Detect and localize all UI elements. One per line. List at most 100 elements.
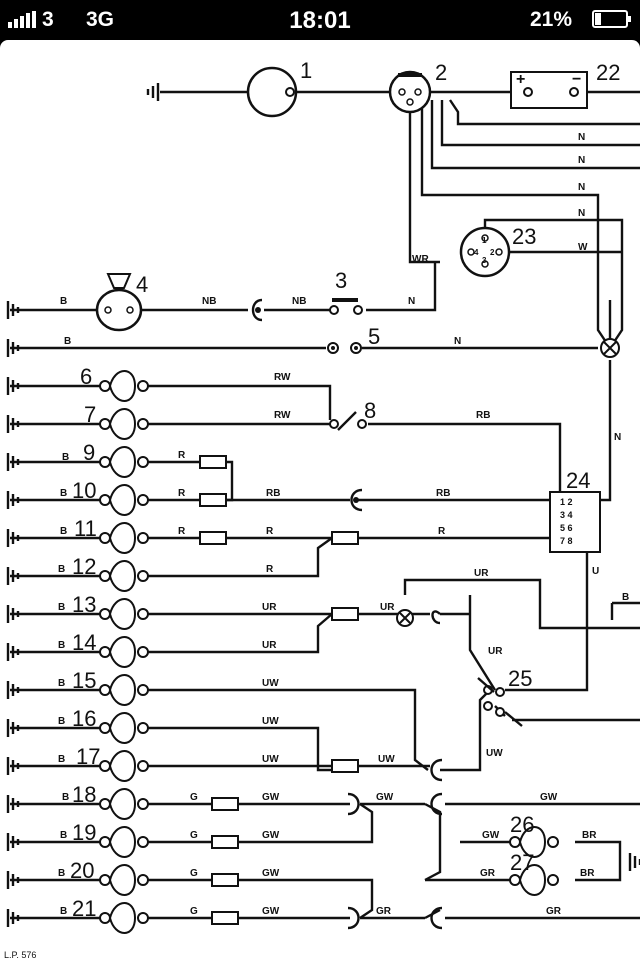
wire-label: G [190, 792, 198, 803]
wire-label: WR [412, 254, 429, 265]
component-1: 1 [300, 58, 312, 83]
wire-label: N [578, 155, 585, 166]
wire-label: B [58, 754, 65, 765]
component-25: 25 [508, 666, 532, 691]
wire-labels: B NB NB N B N WR W N N N N N RW RW RB B … [58, 132, 629, 917]
component-14: 14 [72, 630, 96, 655]
wire-label: B [58, 678, 65, 689]
status-bar: 3 3G 18:01 21% [0, 0, 640, 40]
wire-label: GR [480, 868, 496, 879]
wire-label: N [578, 182, 585, 193]
component-2: 2 [435, 60, 447, 85]
components [95, 66, 640, 930]
wire-label: NB [292, 296, 306, 307]
wire-label: N [578, 208, 585, 219]
wire-label: UW [486, 748, 503, 759]
relay-terminals-3-4: 3 4 [560, 510, 573, 520]
component-11: 11 [74, 516, 97, 541]
wire-label: R [266, 564, 274, 575]
component-26: 26 [510, 812, 534, 837]
network-type: 3G [86, 8, 115, 31]
clock: 18:01 [289, 7, 351, 34]
wire-label: NB [202, 296, 216, 307]
wire-label: UR [488, 646, 503, 657]
component-13: 13 [72, 592, 96, 617]
wire-label: B [58, 602, 65, 613]
relay-terminals-5-6: 5 6 [560, 523, 573, 533]
component-5: 5 [368, 324, 380, 349]
wire-label: B [58, 640, 65, 651]
wire-label: RW [274, 410, 291, 421]
wire-label: R [266, 526, 274, 537]
wire-label: RB [266, 488, 280, 499]
component-4: 4 [136, 272, 148, 297]
wire-label: G [190, 830, 198, 841]
wire-label: B [64, 336, 71, 347]
footer-ref: L.P. 576 [4, 950, 36, 960]
component-3: 3 [335, 268, 347, 293]
wire-label: GR [546, 906, 562, 917]
wire-label: BR [580, 868, 595, 879]
wire-label: RB [436, 488, 450, 499]
relay-terminals-1-2: 1 2 [560, 497, 573, 507]
wire-label: B [60, 830, 67, 841]
wire-label: B [58, 868, 65, 879]
wire-label: GW [262, 868, 280, 879]
wire-label: GW [262, 792, 280, 803]
wire-label: N [578, 132, 585, 143]
wire-label: R [178, 488, 186, 499]
component-22: 22 [596, 60, 620, 85]
component-7: 7 [84, 402, 96, 427]
wire-label: R [438, 526, 446, 537]
wire-label: RB [476, 410, 490, 421]
wire-label: N [614, 432, 621, 443]
component-8: 8 [364, 398, 376, 423]
wire-label: W [578, 242, 588, 253]
wire-label: R [178, 450, 186, 461]
wire-label: N [408, 296, 415, 307]
wire-label: B [62, 452, 69, 463]
battery-plus: + [516, 71, 525, 88]
top-wiring [160, 90, 640, 502]
wire-label: G [190, 906, 198, 917]
wire-label: B [60, 526, 67, 537]
component-6: 6 [80, 364, 92, 389]
component-18: 18 [72, 782, 96, 807]
switch23-t3: 3 [482, 256, 487, 265]
battery-icon [592, 10, 631, 28]
wire-label: G [190, 868, 198, 879]
component-9: 9 [83, 440, 95, 465]
wire-label: GW [262, 830, 280, 841]
component-16: 16 [72, 706, 96, 731]
wire-label: B [60, 296, 67, 307]
wire-label: GW [540, 792, 558, 803]
wire-label: UR [380, 602, 395, 613]
wire-label: B [622, 592, 629, 603]
component-27: 27 [510, 850, 534, 875]
signal-strength-icon [8, 10, 38, 28]
wire-label: RW [274, 372, 291, 383]
switch23-t2: 2 [490, 248, 495, 257]
component-23: 23 [512, 224, 536, 249]
wire-label: GW [482, 830, 500, 841]
component-20: 20 [70, 858, 94, 883]
wire-label: GR [376, 906, 392, 917]
wire-label: UR [262, 640, 277, 651]
switch23-t4: 4 [474, 248, 479, 257]
wire-label: UW [262, 754, 279, 765]
wire-label: U [592, 566, 599, 577]
wiring-diagram[interactable]: 1 2 3 4 5 6 7 8 9 10 11 12 13 14 15 16 1… [0, 40, 640, 960]
relay-terminals-7-8: 7 8 [560, 536, 573, 546]
wire-label: UR [474, 568, 489, 579]
wire-label: UR [262, 602, 277, 613]
wire-label: R [178, 526, 186, 537]
battery-minus: − [572, 71, 581, 88]
carrier-label: 3 [42, 8, 54, 31]
wire-label: BR [582, 830, 597, 841]
component-15: 15 [72, 668, 96, 693]
component-10: 10 [72, 478, 96, 503]
component-numbers: 1 2 3 4 5 6 7 8 9 10 11 12 13 14 15 16 1… [70, 58, 620, 921]
wire-label: N [454, 336, 461, 347]
wire-label: B [58, 564, 65, 575]
component-12: 12 [72, 554, 96, 579]
